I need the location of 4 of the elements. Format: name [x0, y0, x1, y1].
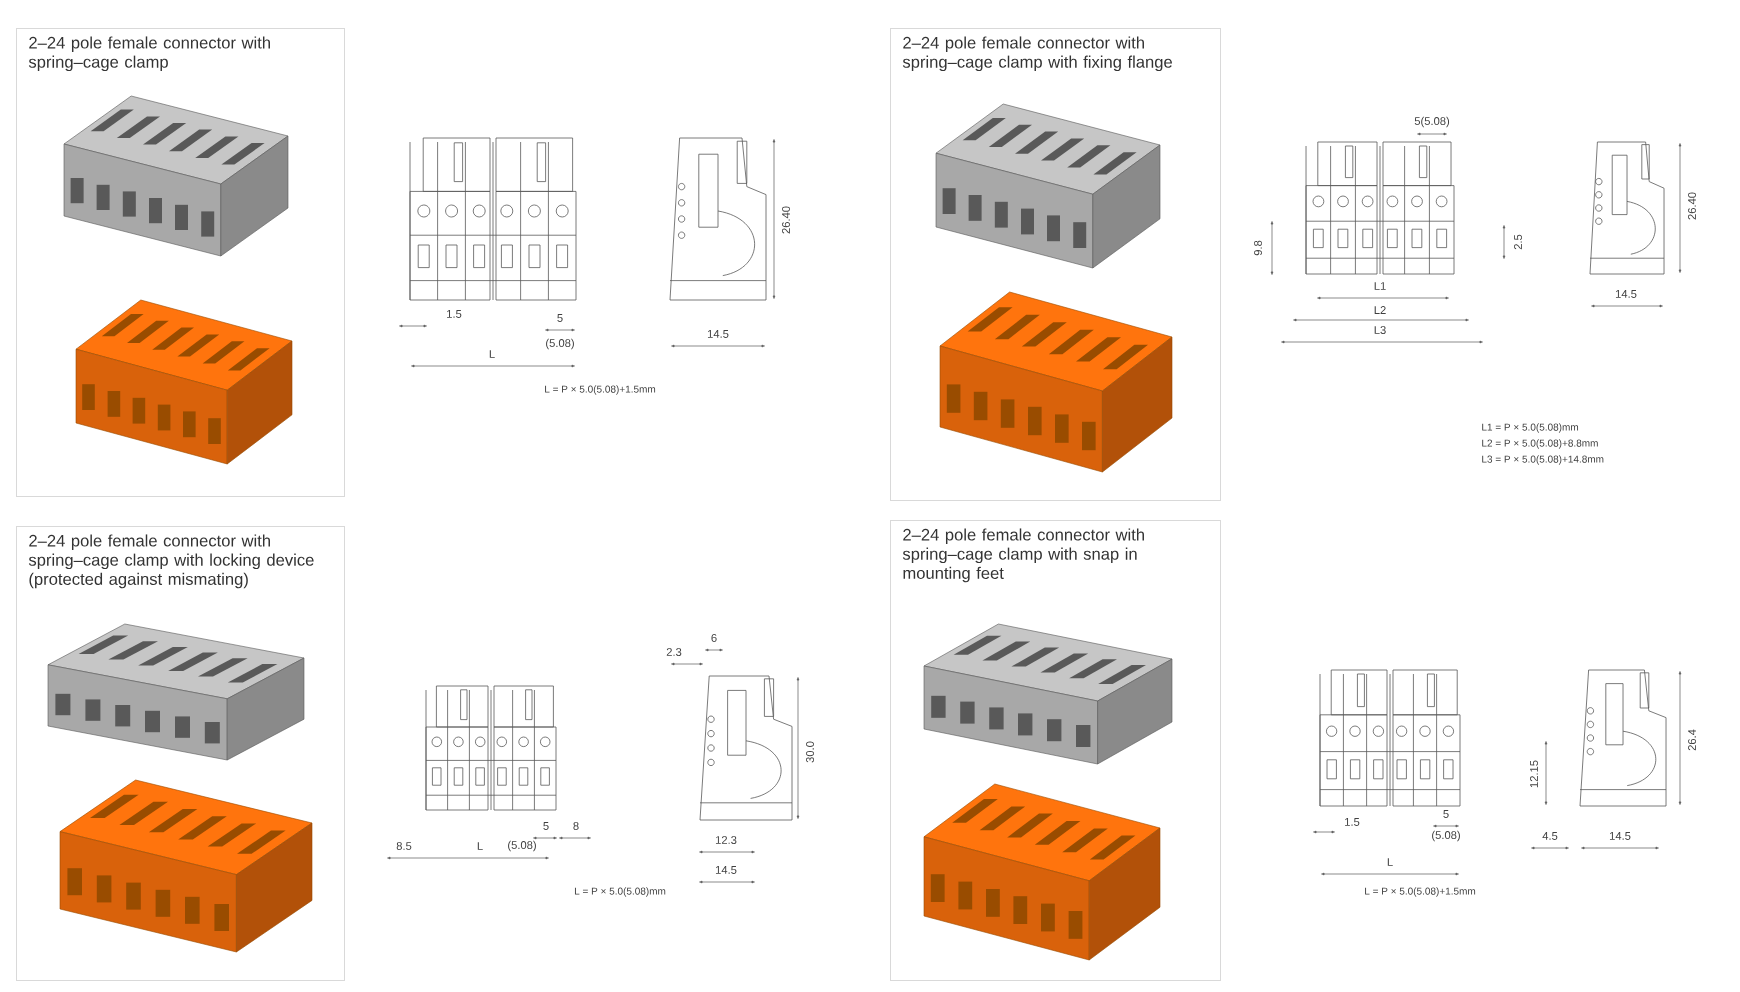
product-panel: 2–24 pole female connector with spring–cage clamp with locking device (protected against mismating)	[16, 526, 345, 981]
product-panel: 2–24 pole female connector with spring–cage clamp with fixing flange	[890, 28, 1221, 501]
product-panel: 2–24 pole female connector with spring–cage clamp with snap in mounting feet	[890, 520, 1221, 981]
product-panel: 2–24 pole female connector with spring–cage clamp	[16, 28, 345, 497]
